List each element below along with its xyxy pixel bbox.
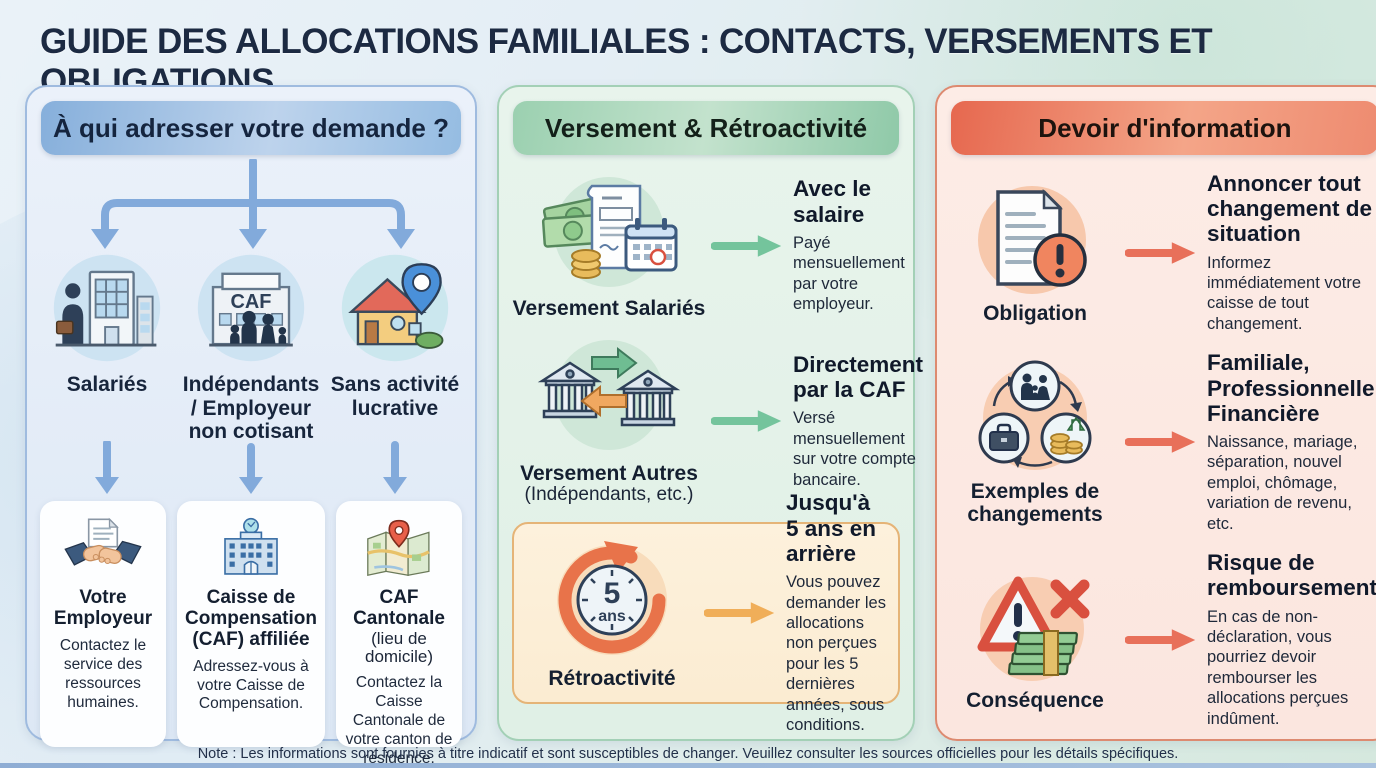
right-arrow-icon [1125,628,1196,651]
row-versement-autres: Versement Autres (Indépendants, etc.) Di… [499,336,923,506]
right-arrow-icon [711,234,782,257]
row-heading: Directement par la CAF [793,351,924,403]
card-caisse-compensation: Caisse de Compensation (CAF) affiliée Ad… [177,501,325,747]
handshake-icon [64,517,142,566]
card-employeur: Votre Employeur Contactez le service des… [40,501,167,747]
row-body: Informez immédiatement votre caisse de t… [1207,253,1362,333]
row-body: Payé mensuellement par votre employeur. [793,233,905,314]
row-obligation: Obligation Annoncer tout changement de s… [937,171,1376,334]
retro-clock-icon: 5 ans [557,540,667,655]
caf-building-family-icon: CAF [197,254,305,362]
card-body: Contactez le service des ressources huma… [59,636,147,711]
row-body: Naissance, mariage, séparation, nouvel e… [1207,432,1358,533]
changes-cycle-icon [978,360,1092,471]
row-heading: Jusqu'à 5 ans en arrière [786,490,877,566]
branching-arrows-icon [91,159,415,249]
obligation-document-icon [978,186,1087,295]
card-body: Contactez la Caisse Cantonale de votre c… [345,674,453,767]
row-body: En cas de non-déclaration, vous pourriez… [1207,607,1349,728]
bank-transfer-icon [537,340,681,451]
map-pin-icon [367,519,430,577]
caf-building-label: CAF [231,291,272,313]
house-location-icon [341,254,449,362]
branch-salaries: Salariés [35,251,179,447]
icon-label: Obligation [983,302,1087,326]
compensation-office-icon [224,517,278,575]
card-subtitle: (lieu de domicile) [364,628,434,667]
icon-label: Rétroactivité [548,666,676,690]
panels-row: À qui adresser votre demande ? [25,85,1376,767]
card-title: CAF Cantonale [353,587,445,629]
row-heading: Risque de remboursement [1207,550,1376,601]
down-arrows-row [27,441,475,497]
panel-versement: Versement & Rétroactivité [497,85,923,741]
right-arrow-icon [1125,241,1196,264]
icon-label: Versement Salariés [512,297,706,320]
row-body: Versé mensuellement sur votre compte ban… [793,409,916,489]
down-arrow-icon [239,443,263,494]
salary-payment-icon [541,177,678,287]
right-arrow-icon [711,410,782,432]
card-body: Adressez-vous à votre Caisse de Compensa… [193,657,309,713]
branch-independants: CAF Indépe [179,251,323,447]
right-arrow-icon [704,602,775,624]
card-caf-cantonale: CAF Cantonale (lieu de domicile) Contact… [335,501,463,767]
icon-label: Conséquence [966,689,1104,713]
right-arrow-icon [1125,431,1196,454]
icon-label: Versement Autres [520,462,698,486]
cards-row: Votre Employeur Contactez le service des… [40,501,463,767]
row-heading: Annoncer tout changement de situation [1207,171,1373,247]
panel-information: Devoir d'information [935,85,1376,741]
branch-sans-activite: Sans activité lucrative [323,251,467,447]
row-exemples: Exemples de changements Familiale, Profe… [937,350,1376,534]
clock-unit: ans [598,608,626,625]
icon-label: Exemples de changements [967,480,1103,527]
row-body: Vous pouvez demander les allocations non… [786,573,886,735]
card-title: Votre Employeur [53,587,153,629]
warning-money-icon [977,576,1090,682]
icon-sublabel: (Indépendants, etc.) [524,484,694,506]
branch-label: Sans activité lucrative [330,373,460,420]
row-heading: Avec le salaire [793,176,871,227]
clock-number: 5 [604,577,621,610]
card-title: Caisse de Compensation (CAF) affiliée [185,587,317,650]
row-heading: Familiale, Professionnelle, Financière [1207,350,1376,426]
footer-note: Note : Les informations sont fournies à … [197,746,1179,762]
row-consequence: Conséquence Risque de remboursement En c… [937,550,1376,729]
panel-versement-header: Versement & Rétroactivité [513,101,899,155]
branch-columns: Salariés CAF [27,251,475,447]
retroactivite-box: 5 ans Rétroactivité Jusqu'à 5 ans en arr… [512,490,900,734]
down-arrow-icon [383,441,407,494]
row-versement-salaries: Versement Salariés Avec le salaire Payé … [499,171,913,320]
panel-demande: À qui adresser votre demande ? [25,85,477,767]
branch-label: Salariés [66,373,148,396]
office-worker-icon [53,254,161,362]
down-arrow-icon [95,441,119,494]
panel-information-header: Devoir d'information [951,101,1376,155]
panel-demande-header: À qui adresser votre demande ? [41,101,461,155]
bottom-strip [0,763,1376,768]
branch-label: Indépendants / Employeur non cotisant [182,373,320,444]
